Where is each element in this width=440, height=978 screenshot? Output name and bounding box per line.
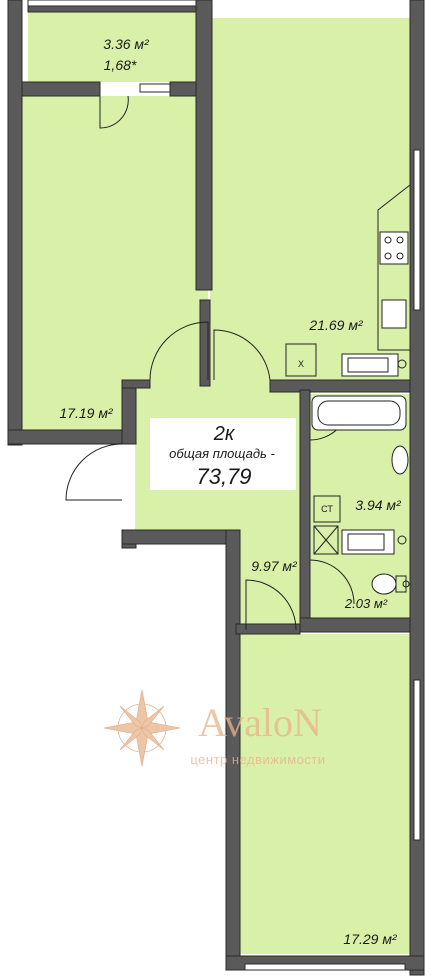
sink-icon <box>402 580 410 588</box>
burner <box>384 252 392 260</box>
washer <box>313 495 341 523</box>
window <box>413 149 421 311</box>
room-labels: 3.36 м² 1,68* 17.19 м² 21.69 м² 9.97 м² … <box>59 36 402 947</box>
bedroom-2-area-label: 17.29 м² <box>343 931 398 947</box>
toilet-tank <box>395 575 407 593</box>
fridge-label: Х <box>298 359 304 369</box>
bathroom-area-label: 3.94 м² <box>355 497 402 513</box>
wall <box>225 529 241 971</box>
wall <box>299 389 311 631</box>
meter-icon <box>397 359 407 369</box>
kitchen-living-floor <box>210 18 410 386</box>
meter-icon <box>397 535 407 545</box>
window <box>413 679 421 841</box>
window <box>27 0 197 7</box>
balcony-area-label: 3.36 м² <box>103 36 150 52</box>
wc-cabinet <box>313 525 339 555</box>
wall <box>121 379 151 389</box>
balcony-floor <box>28 12 196 82</box>
bedroom-2-floor <box>240 634 410 954</box>
bathtub-inner <box>317 400 401 426</box>
door-swing <box>245 579 297 631</box>
apartment-type: 2к <box>213 423 236 445</box>
bedroom-1-area-label: 17.19 м² <box>59 405 114 421</box>
wall <box>169 81 197 97</box>
sink <box>381 299 407 329</box>
washer-label: СТ <box>321 504 333 514</box>
counter <box>377 184 411 351</box>
door-swing <box>149 321 209 381</box>
wall <box>21 81 101 97</box>
wall <box>7 0 23 446</box>
wall <box>195 0 213 291</box>
bedroom-1-floor <box>22 96 208 436</box>
watermark: AvaloN центр недвижимости <box>103 689 325 767</box>
wc-area-label: 2.03 м² <box>344 596 388 611</box>
wc-cabinet-cross <box>313 525 339 555</box>
water-heater-inner <box>347 533 385 551</box>
burner <box>396 236 404 244</box>
door-swing <box>213 329 271 381</box>
room-floors <box>22 12 410 954</box>
wall <box>7 429 137 445</box>
hall-area-label: 9.97 м² <box>251 558 298 574</box>
toilet <box>371 573 397 595</box>
wall <box>121 379 137 445</box>
stove <box>379 231 409 265</box>
bathroom-fixtures <box>311 395 410 595</box>
wall <box>199 299 211 387</box>
brand-name: AvaloN <box>198 700 322 745</box>
total-area-value: 73,79 <box>196 464 251 489</box>
door-swing <box>65 443 123 501</box>
door-swing <box>309 559 355 605</box>
summary-box <box>150 418 296 490</box>
bathtub <box>311 395 407 431</box>
windows <box>27 0 421 971</box>
wall <box>235 623 301 635</box>
window <box>244 963 406 971</box>
window <box>139 83 171 93</box>
fridge <box>285 343 317 377</box>
hall-lower-floor <box>240 530 307 628</box>
wall <box>121 529 241 545</box>
burner <box>384 236 392 244</box>
door-swing <box>99 95 129 129</box>
total-area-label: общая площадь - <box>169 446 275 461</box>
kitchen-fixtures <box>285 184 411 377</box>
balcony-sub-label: 1,68* <box>104 57 137 73</box>
wall <box>299 617 421 633</box>
kitchen-living-area-label: 21.69 м² <box>308 317 364 333</box>
brand-tagline: центр недвижимости <box>190 752 325 767</box>
compass-rose-icon <box>103 689 181 767</box>
burner <box>396 252 404 260</box>
boiler-inner <box>347 357 389 373</box>
wall <box>269 379 421 393</box>
washbasin <box>391 445 409 475</box>
boiler <box>341 353 399 377</box>
